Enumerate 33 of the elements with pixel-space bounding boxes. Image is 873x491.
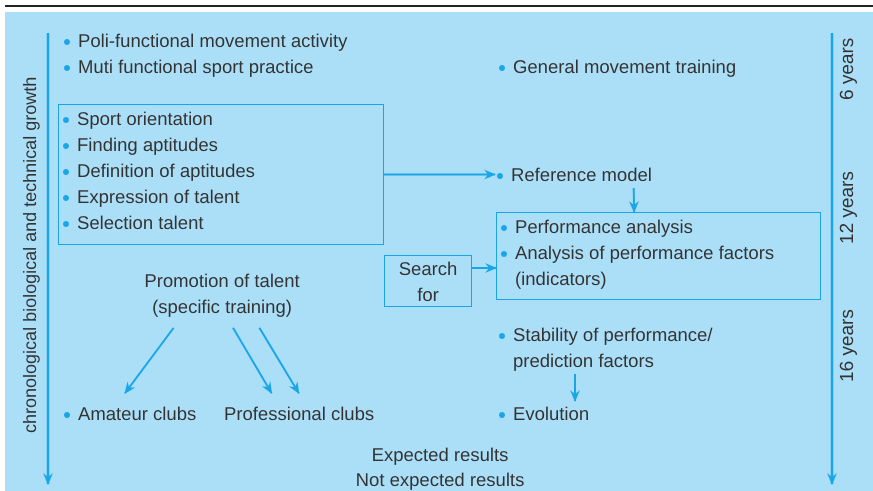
list-item: Expression of talent bbox=[61, 184, 383, 210]
list-item: Sport orientation bbox=[61, 106, 383, 132]
arrow bbox=[232, 327, 272, 394]
list-item: Poli-functional movement activity bbox=[62, 28, 362, 54]
list-item: Evolution bbox=[497, 401, 647, 427]
list-item: Performance analysis bbox=[499, 214, 820, 240]
arrow bbox=[570, 374, 580, 402]
list-item: Analysis of performance factors (indicators) bbox=[499, 240, 820, 292]
bordered-box bbox=[384, 255, 472, 307]
result-label: Not expected results bbox=[354, 468, 526, 491]
result-label: Expected results bbox=[370, 443, 510, 467]
arrow bbox=[472, 263, 497, 273]
age-label: 16 years bbox=[837, 308, 859, 384]
arrow bbox=[384, 170, 496, 180]
arrow bbox=[628, 188, 639, 213]
list-item: Stability of performance/ prediction factors bbox=[497, 322, 757, 374]
arrow bbox=[258, 327, 300, 394]
age-label: 6 years bbox=[837, 36, 859, 102]
bordered-box bbox=[496, 212, 821, 300]
box-label: Search for bbox=[398, 257, 458, 307]
list-item: General movement training bbox=[497, 54, 757, 80]
arrow bbox=[124, 327, 174, 394]
list-item: Selection talent bbox=[61, 210, 383, 236]
list-item: Finding aptitudes bbox=[61, 132, 383, 158]
axis-label: chronological biological and technical growth bbox=[19, 76, 41, 436]
list-item: Reference model bbox=[495, 162, 665, 188]
list-item: Muti functional sport practice bbox=[62, 54, 332, 80]
list-item: Definition of aptitudes bbox=[61, 158, 383, 184]
node-label: Professional clubs bbox=[224, 401, 394, 427]
bordered-box bbox=[58, 104, 384, 245]
node-label: Promotion of talent (specific training) bbox=[112, 268, 332, 320]
age-label: 12 years bbox=[837, 170, 859, 246]
list-item: Amateur clubs bbox=[62, 401, 212, 427]
